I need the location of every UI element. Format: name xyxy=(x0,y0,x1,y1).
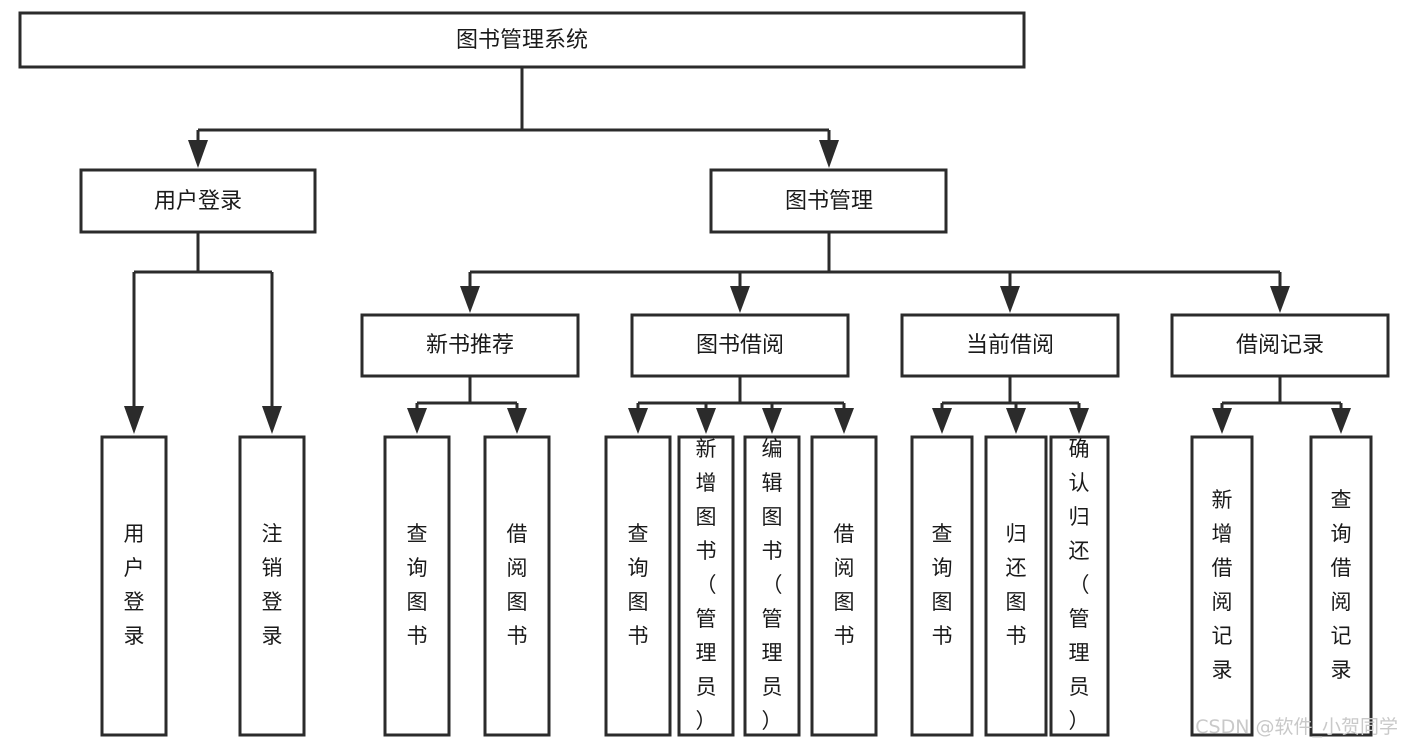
arrow-head-leaf-borrow-book-1 xyxy=(507,408,527,434)
node-leaf-return-book-label: 归还图书 xyxy=(1006,522,1027,648)
arrow-head-borrow-record xyxy=(1270,286,1290,313)
node-leaf-query-book-1-label: 查询图书 xyxy=(407,522,428,648)
node-leaf-query-record-box[interactable] xyxy=(1309,435,1373,737)
node-leaf-add-book-label: 新增图书（管理员） xyxy=(696,437,717,733)
node-root-label: 图书管理系统 xyxy=(456,28,588,53)
node-leaf-user-logout[interactable]: 注销登录 xyxy=(238,435,306,737)
node-leaf-edit-book-box[interactable] xyxy=(743,435,801,737)
arrow-head-leaf-borrow-book-2 xyxy=(834,408,854,434)
node-user-login-label: 用户登录 xyxy=(154,189,242,214)
node-leaf-query-book-2-label: 查询图书 xyxy=(628,522,649,648)
node-leaf-query-book-3[interactable]: 查询图书 xyxy=(910,435,974,737)
node-current-borrow-box[interactable] xyxy=(900,313,1120,378)
node-leaf-query-book-1[interactable]: 查询图书 xyxy=(383,435,451,737)
connector-layer xyxy=(124,67,1351,434)
arrow-head-user-login xyxy=(188,140,208,168)
node-leaf-add-book[interactable]: 新增图书（管理员） xyxy=(677,435,735,737)
node-leaf-user-login[interactable]: 用户登录 xyxy=(100,435,168,737)
node-new-book-rec-box[interactable] xyxy=(360,313,580,378)
node-current-borrow[interactable]: 当前借阅 xyxy=(900,313,1120,378)
arrow-head-leaf-user-login xyxy=(124,406,144,434)
node-leaf-borrow-book-1-label: 借阅图书 xyxy=(507,522,528,648)
node-leaf-query-book-3-label: 查询图书 xyxy=(932,522,953,648)
node-book-manage-box[interactable] xyxy=(709,168,948,234)
arrow-head-leaf-query-book-2 xyxy=(628,408,648,434)
node-leaf-confirm-return-box[interactable] xyxy=(1049,435,1110,737)
node-leaf-return-book-box[interactable] xyxy=(984,435,1048,737)
node-leaf-add-book-box[interactable] xyxy=(677,435,735,737)
arrow-head-book-manage xyxy=(819,140,839,168)
node-leaf-borrow-book-2-label: 借阅图书 xyxy=(834,522,855,648)
arrow-head-leaf-edit-book xyxy=(762,408,782,434)
node-leaf-user-logout-label: 注销登录 xyxy=(262,522,283,648)
node-root[interactable]: 图书管理系统 xyxy=(18,11,1026,69)
arrow-head-leaf-user-logout xyxy=(262,406,282,434)
arrow-head-leaf-query-record xyxy=(1331,408,1351,434)
arrow-head-leaf-add-record xyxy=(1212,408,1232,434)
node-leaf-edit-book-label: 编辑图书（管理员） xyxy=(762,437,783,733)
arrow-head-leaf-query-book-1 xyxy=(407,408,427,434)
node-leaf-borrow-book-2[interactable]: 借阅图书 xyxy=(810,435,878,737)
node-borrow-record[interactable]: 借阅记录 xyxy=(1170,313,1390,378)
node-new-book-rec[interactable]: 新书推荐 xyxy=(360,313,580,378)
node-leaf-edit-book[interactable]: 编辑图书（管理员） xyxy=(743,435,801,737)
arrow-head-new-book-rec xyxy=(460,286,480,313)
node-book-borrow[interactable]: 图书借阅 xyxy=(630,313,850,378)
node-book-manage[interactable]: 图书管理 xyxy=(709,168,948,234)
node-leaf-user-login-box[interactable] xyxy=(100,435,168,737)
node-leaf-confirm-return-label: 确认归还（管理员） xyxy=(1069,437,1090,733)
node-leaf-add-record[interactable]: 新增借阅记录 xyxy=(1190,435,1254,737)
node-current-borrow-label: 当前借阅 xyxy=(966,333,1054,358)
arrow-head-book-borrow xyxy=(730,286,750,313)
csdn-watermark: CSDN @软件_小贺同学 xyxy=(1195,716,1398,738)
arrow-head-leaf-add-book xyxy=(696,408,716,434)
arrow-head-leaf-return-book xyxy=(1006,408,1026,434)
node-leaf-return-book[interactable]: 归还图书 xyxy=(984,435,1048,737)
node-leaf-user-login-label: 用户登录 xyxy=(124,522,145,648)
node-leaf-query-record-label: 查询借阅记录 xyxy=(1331,488,1352,682)
node-book-manage-label: 图书管理 xyxy=(785,189,873,214)
arrow-head-current-borrow xyxy=(1000,286,1020,313)
node-leaf-query-record[interactable]: 查询借阅记录 xyxy=(1309,435,1373,737)
node-user-login[interactable]: 用户登录 xyxy=(79,168,317,234)
node-leaf-query-book-2-box[interactable] xyxy=(604,435,672,737)
node-leaf-add-record-label: 新增借阅记录 xyxy=(1212,488,1233,682)
node-leaf-query-book-2[interactable]: 查询图书 xyxy=(604,435,672,737)
node-book-borrow-box[interactable] xyxy=(630,313,850,378)
node-leaf-borrow-book-2-box[interactable] xyxy=(810,435,878,737)
node-book-borrow-label: 图书借阅 xyxy=(696,333,784,358)
node-new-book-rec-label: 新书推荐 xyxy=(426,333,514,358)
node-leaf-add-record-box[interactable] xyxy=(1190,435,1254,737)
arrow-head-leaf-confirm-return xyxy=(1069,408,1089,434)
node-borrow-record-box[interactable] xyxy=(1170,313,1390,378)
node-leaf-query-book-1-box[interactable] xyxy=(383,435,451,737)
node-leaf-confirm-return[interactable]: 确认归还（管理员） xyxy=(1049,435,1110,737)
node-user-login-box[interactable] xyxy=(79,168,317,234)
node-layer: 图书管理系统 用户登录 图书管理 新书推荐 图书借阅 当前 xyxy=(18,11,1390,737)
node-leaf-query-book-3-box[interactable] xyxy=(910,435,974,737)
node-borrow-record-label: 借阅记录 xyxy=(1236,333,1324,358)
node-leaf-borrow-book-1-box[interactable] xyxy=(483,435,551,737)
node-root-box[interactable] xyxy=(18,11,1026,69)
node-leaf-user-logout-box[interactable] xyxy=(238,435,306,737)
node-leaf-borrow-book-1[interactable]: 借阅图书 xyxy=(483,435,551,737)
arrow-head-leaf-query-book-3 xyxy=(932,408,952,434)
